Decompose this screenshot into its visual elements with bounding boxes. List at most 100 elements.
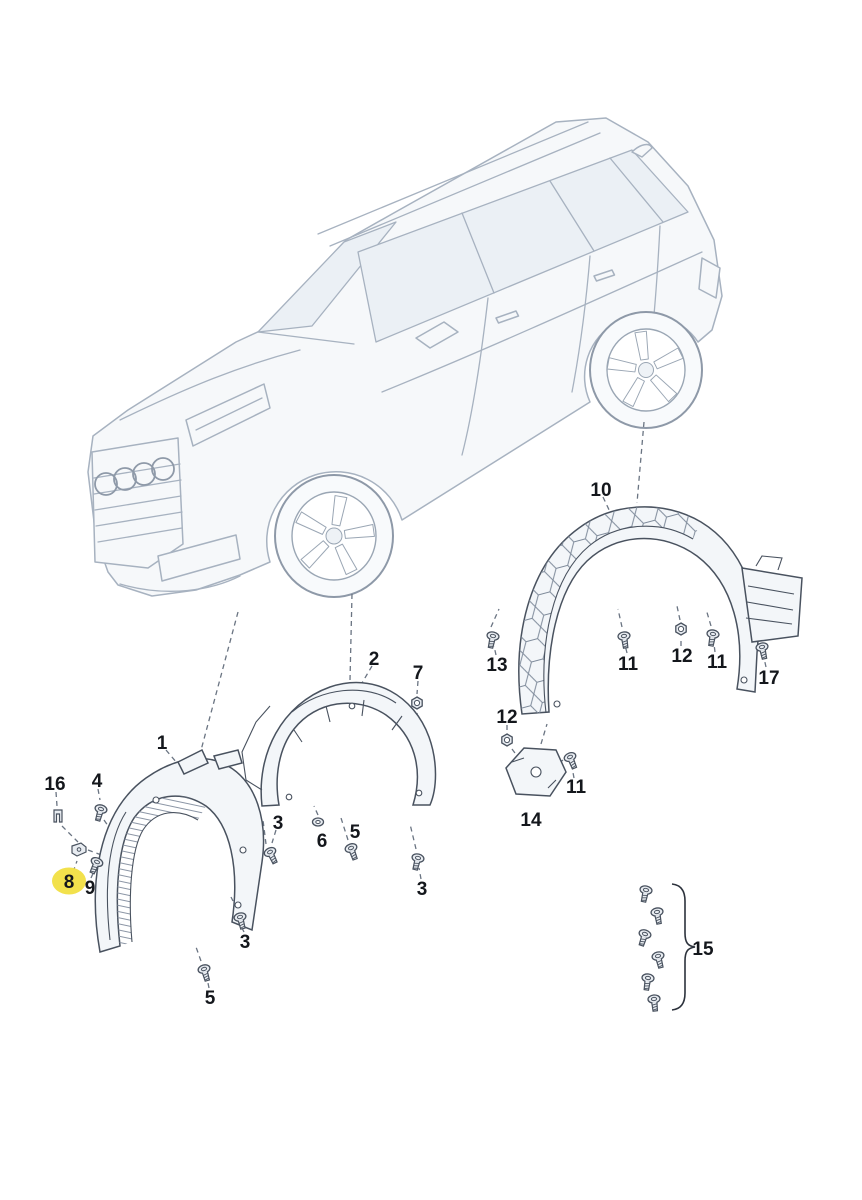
door-seam-rear [571, 255, 591, 393]
callouts: 1 2 7 10 13 11 12 11 17 12 11 14 16 4 8 … [44, 480, 779, 1009]
roof-rail [317, 121, 589, 235]
callout-5-a: 5 [350, 822, 361, 843]
leader-line [165, 749, 178, 764]
screw-icon-15 [636, 884, 654, 904]
callout-2: 2 [369, 649, 380, 670]
callout-1: 1 [157, 733, 168, 754]
liner-1-hole [239, 846, 247, 854]
b-pillar [461, 212, 495, 294]
highlight-circle-8 [52, 867, 86, 895]
leader-line [313, 805, 319, 816]
liner-2-left-tab [241, 705, 271, 791]
clip-icon-16 [53, 809, 63, 823]
rear-wheel [589, 311, 703, 429]
liner-2-shell [260, 681, 437, 807]
liner-10-honeycomb [518, 506, 701, 714]
leader-line [199, 611, 239, 755]
liner-2-flange [291, 689, 397, 713]
liner-1-hole [234, 901, 242, 909]
nut-icon-7 [411, 696, 423, 710]
leader-line [55, 791, 58, 807]
leader-line [763, 657, 767, 668]
nut-icon-12-b [501, 733, 513, 747]
grille-slat [93, 479, 182, 495]
liner-2-hole [348, 702, 356, 710]
leader-line [87, 849, 108, 858]
door-handle-front [495, 310, 520, 324]
callout-6: 6 [317, 831, 328, 852]
fasteners [53, 622, 772, 1013]
callout-14: 14 [520, 810, 542, 831]
liner-1-inner-arch [129, 812, 199, 943]
liner-2-ribs [293, 699, 403, 743]
callout-8: 8 [64, 872, 75, 893]
callout-4: 4 [92, 771, 103, 792]
bracket-part-17 [741, 567, 803, 643]
callout-16: 16 [44, 774, 65, 795]
callout-3-b: 3 [417, 879, 428, 900]
leader-line [540, 723, 548, 745]
leader-line [713, 643, 716, 653]
wheel-liner-part-1 [94, 748, 265, 953]
leader-line [409, 823, 417, 850]
callout-9: 9 [85, 878, 96, 899]
leader-line [195, 946, 202, 962]
callout-3-c: 3 [240, 932, 251, 953]
bracket-17-ribs [745, 585, 795, 625]
character-line [381, 251, 703, 393]
callout-11-b: 11 [707, 652, 728, 673]
liner-10-hole [553, 700, 561, 708]
screw-icon-11-a [616, 630, 633, 650]
screw-icon-3-a [262, 845, 282, 867]
door-handle-rear [593, 269, 616, 282]
windshield [257, 221, 397, 333]
leader-line [676, 605, 681, 621]
wheel-liner-part-10 [518, 506, 803, 715]
screw-icon-15 [646, 993, 662, 1013]
bracket-14-hole [530, 766, 542, 778]
callout-11-c: 11 [566, 777, 587, 798]
leader-line [97, 788, 101, 801]
callout-17: 17 [758, 668, 779, 689]
leader-line [705, 608, 712, 627]
callout-12-a: 12 [671, 646, 692, 667]
fastener-kit-15 [634, 883, 696, 1013]
front-wheel [274, 474, 394, 598]
leader-line [262, 819, 267, 845]
hood-crease [119, 349, 301, 421]
bracket-17-tab [755, 555, 783, 571]
liner-10-shell [518, 506, 759, 715]
screw-icon-17 [754, 641, 772, 661]
door-mirror [415, 321, 459, 349]
front-plate [157, 534, 241, 582]
screw-icon-13 [483, 630, 501, 650]
antenna-fin [631, 143, 653, 158]
leader-line [490, 608, 500, 628]
leader-line [361, 665, 373, 684]
leader-line [61, 825, 79, 843]
leader-line [206, 977, 210, 989]
screw-icon-15 [639, 972, 656, 992]
c-pillar [549, 180, 595, 252]
liner-1-top-tab [176, 748, 209, 775]
liner-1-hole [152, 796, 160, 804]
liner-1-rib-face [117, 796, 206, 946]
bracket-14-detail [511, 757, 557, 789]
screw-icon-5-a [343, 841, 362, 862]
callout-5-b: 5 [205, 988, 216, 1009]
liner-1-outer-line [106, 811, 127, 941]
cowl-line [257, 331, 355, 345]
screw-icon-11-c [562, 750, 581, 772]
d-pillar [609, 157, 664, 223]
bracket-part-14 [505, 747, 567, 797]
callout-12-b: 12 [496, 707, 517, 728]
brace-15 [671, 883, 696, 1011]
callout-7: 7 [413, 663, 424, 684]
leader-line [418, 867, 422, 880]
grille-slat [97, 527, 183, 543]
grille-slat [94, 495, 182, 511]
wheel-liner-part-2 [241, 681, 437, 807]
liner-10-hole [740, 676, 748, 684]
roof-rail-2 [329, 132, 601, 247]
